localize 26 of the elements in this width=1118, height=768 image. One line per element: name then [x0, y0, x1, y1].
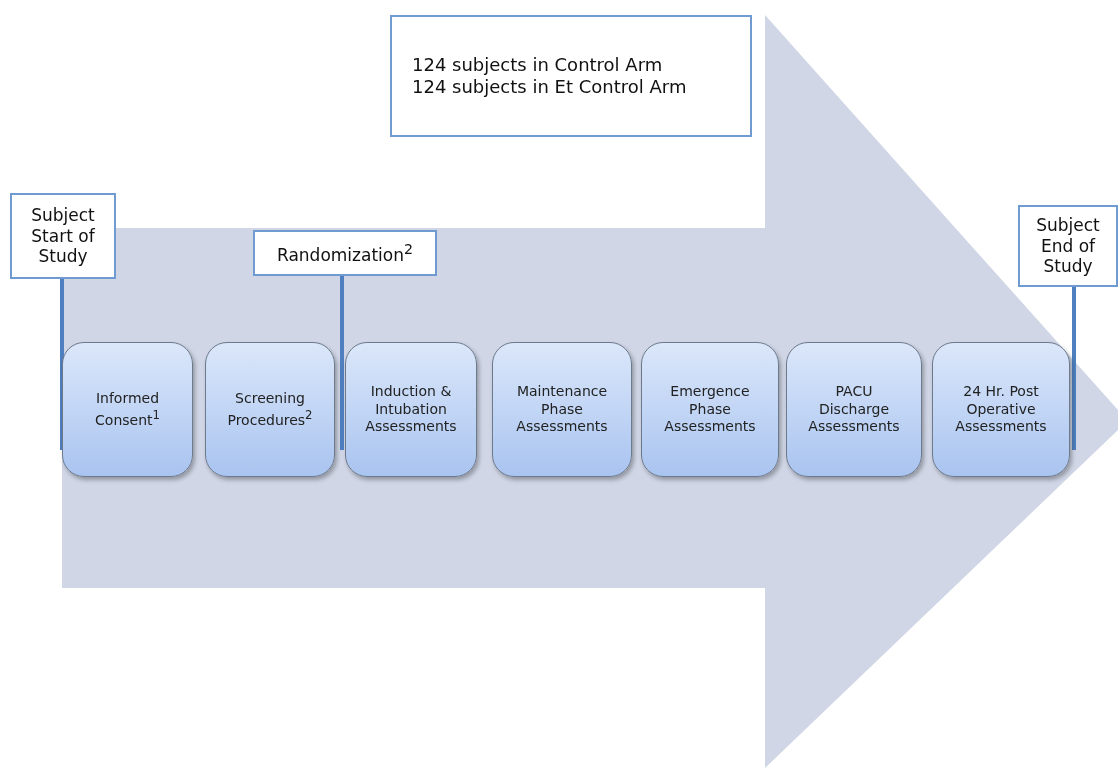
label-box [1018, 205, 1118, 287]
stage-text: Screening Procedures$^{2}$ [226, 390, 314, 429]
stage-text: Maintenance Phase Assessments [515, 383, 609, 436]
note-text: 124 subjects in Et Control Arm [412, 76, 687, 98]
stage-text: Emergence Phase Assessments [663, 383, 757, 436]
note-box [390, 15, 752, 137]
leader-line [1072, 287, 1076, 450]
stage-text: Induction & Intubation Assessments [364, 383, 458, 436]
stage-box [205, 342, 335, 477]
note-text: 124 subjects in Control Arm [412, 54, 663, 76]
stage-box [492, 342, 632, 477]
leader-line [60, 279, 64, 450]
stage-box [641, 342, 779, 477]
stage-text: Informed Consent$^{1}$ [94, 390, 161, 429]
stage-box [786, 342, 922, 477]
stage-text: 24 Hr. Post Operative Assessments [954, 383, 1048, 436]
leader-line [340, 276, 344, 450]
stage-box [62, 342, 193, 477]
milestone-text: Randomization$^{2}$ [277, 240, 413, 265]
stage-box [345, 342, 477, 477]
milestone-text: Subject End of Study [1035, 215, 1101, 277]
milestone-text: Subject Start of Study [30, 205, 96, 267]
stage-box [932, 342, 1070, 477]
stage-text: PACU Discharge Assessments [807, 383, 901, 436]
label-box [253, 230, 437, 276]
label-box [10, 193, 116, 279]
